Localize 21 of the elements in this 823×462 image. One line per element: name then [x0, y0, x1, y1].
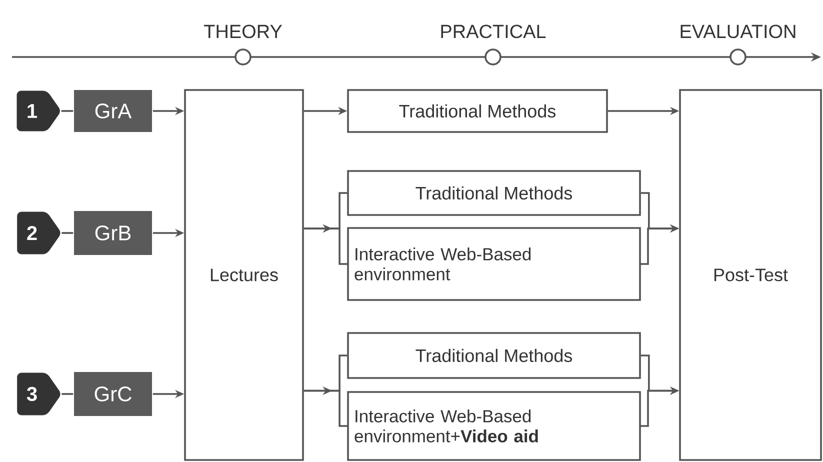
connector-line [62, 393, 74, 395]
method-box: Interactive Web-Based environment [347, 227, 641, 301]
group-box: GrA [74, 90, 152, 132]
phase-label: THEORY [204, 24, 282, 38]
phase-box: Post-Test [679, 89, 822, 461]
group-box: GrC [74, 372, 152, 416]
connector-line [61, 110, 74, 112]
method-box: Traditional Methods [347, 89, 608, 133]
bracket-arrow [304, 386, 348, 427]
group-box: GrB [74, 210, 152, 255]
number-badge: 2 [17, 212, 60, 254]
method-box: Interactive Web-Based environment+Video aid [347, 391, 641, 461]
method-box: Traditional Methods [347, 170, 641, 216]
number-badge: 1 [16, 90, 60, 132]
phase-box: Lectures [184, 89, 304, 461]
connector-line [62, 232, 74, 234]
phase-label: EVALUATION [680, 24, 796, 38]
bracket-arrow [304, 224, 348, 265]
method-box: Traditional Methods [347, 332, 641, 379]
number-badge: 3 [17, 372, 60, 416]
phase-label: PRACTICAL [441, 24, 546, 38]
